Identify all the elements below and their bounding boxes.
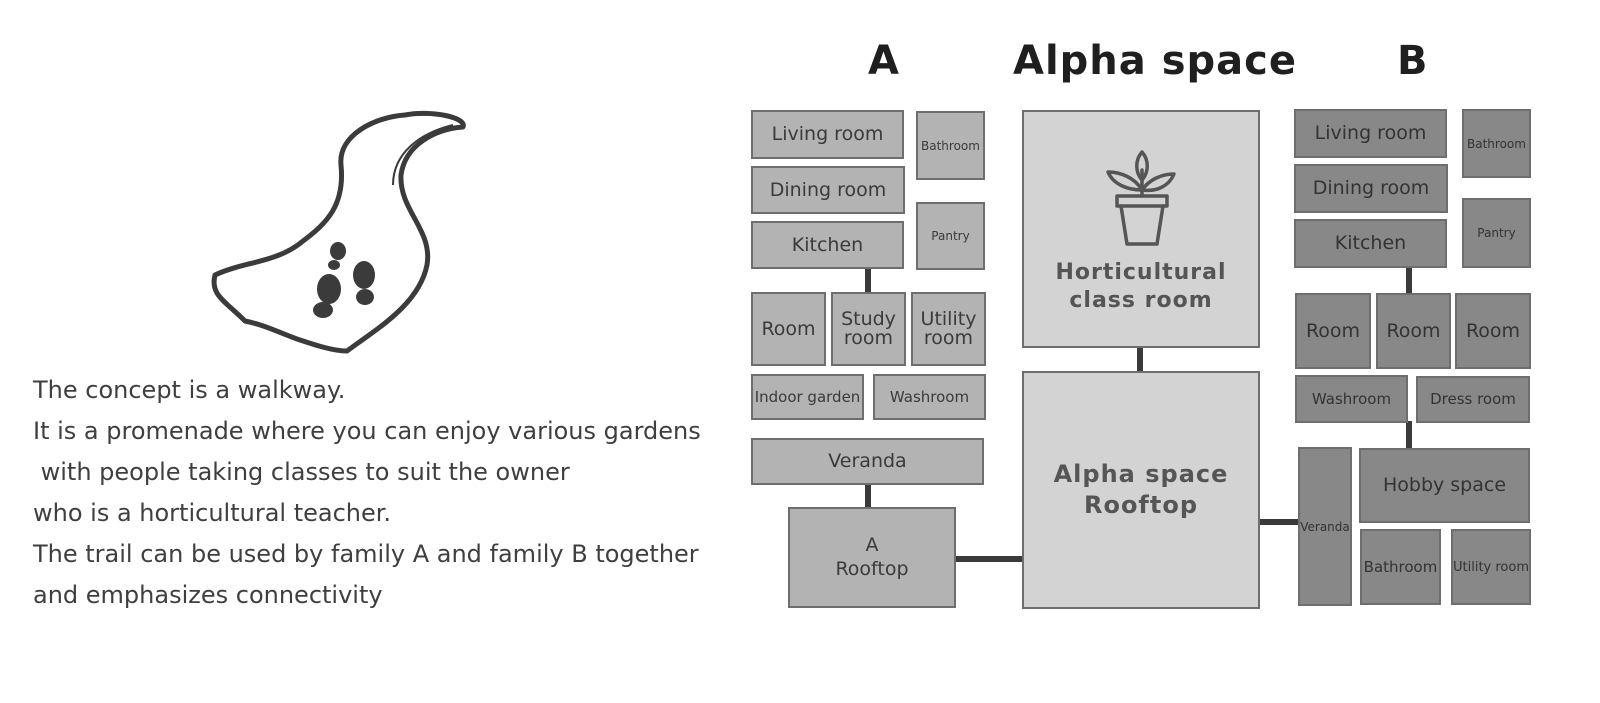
walkway-illustration	[211, 110, 466, 354]
concept-description: The concept is a walkway. It is a promen…	[33, 370, 733, 616]
horticultural-class-room-label: Horticultural class room	[1055, 260, 1227, 314]
a-living-room: Living room	[751, 110, 904, 159]
a-veranda: Veranda	[751, 438, 984, 485]
b-room-2: Room	[1376, 293, 1451, 369]
b-dining-room: Dining room	[1294, 164, 1448, 213]
walkway-inner-edge	[392, 124, 454, 186]
connector-a-kitchen-room	[865, 268, 871, 293]
potted-plant-icon	[1106, 150, 1176, 246]
concept-line-4: who is a horticultural teacher.	[33, 499, 392, 527]
b-utility-room: Utility room	[1451, 529, 1531, 605]
footprints-icon	[313, 242, 375, 318]
a-study-room: Study room	[831, 292, 906, 366]
a-room: Room	[751, 292, 826, 366]
b-washroom: Washroom	[1295, 375, 1408, 423]
b-hobby-space: Hobby space	[1359, 448, 1530, 523]
b-living-room: Living room	[1294, 109, 1447, 158]
concept-line-2: It is a promenade where you can enjoy va…	[33, 417, 701, 445]
b-room-1: Room	[1295, 293, 1371, 369]
concept-line-5: The trail can be used by family A and fa…	[33, 540, 699, 568]
concept-line-1: The concept is a walkway.	[33, 376, 346, 404]
concept-line-6: and emphasizes connectivity	[33, 581, 383, 609]
family-a-header: A	[868, 38, 900, 84]
b-pantry: Pantry	[1462, 198, 1531, 268]
concept-line-3: with people taking classes to suit the o…	[33, 458, 570, 486]
connector-alpha-class-rooftop	[1137, 346, 1143, 372]
alpha-space-rooftop: Alpha space Rooftop	[1022, 371, 1260, 609]
a-kitchen: Kitchen	[751, 221, 904, 269]
family-b-header: B	[1397, 38, 1429, 84]
a-pantry: Pantry	[916, 202, 985, 270]
horticultural-class-room: Horticultural class room	[1022, 110, 1260, 348]
a-indoor-garden: Indoor garden	[751, 374, 864, 420]
b-kitchen: Kitchen	[1294, 219, 1447, 268]
a-bathroom: Bathroom	[916, 111, 985, 180]
connector-alpha-b-veranda	[1258, 519, 1300, 525]
b-bathroom-top: Bathroom	[1462, 109, 1531, 178]
connector-a-veranda-rooftop	[865, 484, 871, 508]
a-dining-room: Dining room	[751, 166, 905, 214]
b-veranda: Veranda	[1298, 447, 1352, 606]
walkway-path-outline	[211, 110, 466, 354]
a-washroom: Washroom	[873, 374, 986, 420]
b-bathroom-bottom: Bathroom	[1360, 529, 1441, 605]
connector-a-rooftop-alpha	[954, 556, 1024, 562]
connector-b-washroom-hobby	[1406, 421, 1412, 449]
connector-b-kitchen-room	[1406, 267, 1412, 295]
b-dress-room: Dress room	[1416, 376, 1530, 423]
b-room-3: Room	[1455, 293, 1531, 369]
a-utility-room: Utility room	[911, 292, 986, 366]
alpha-space-header: Alpha space	[1013, 38, 1297, 84]
a-rooftop: A Rooftop	[788, 507, 956, 608]
